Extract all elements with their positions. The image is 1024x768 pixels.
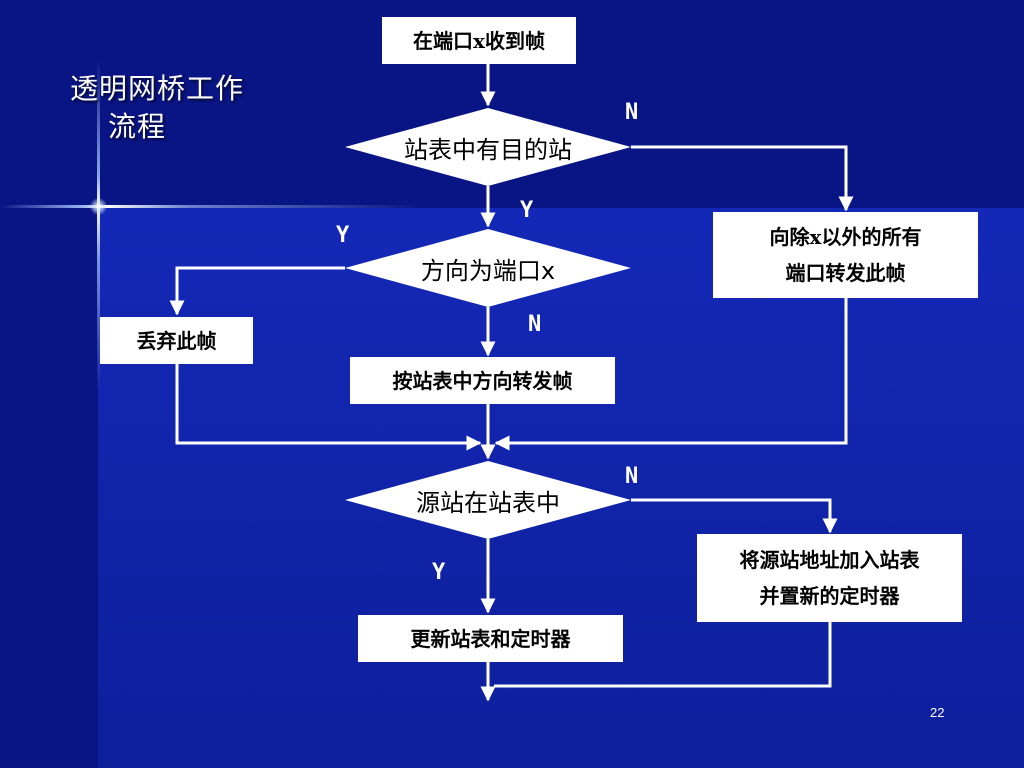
label-d1-yes: Y: [520, 198, 534, 223]
slide-title: 透明网桥工作 流程: [70, 70, 290, 146]
slide-title-line1: 透明网桥工作: [70, 72, 245, 105]
add-entry-line2: 并置新的定时器: [759, 584, 900, 608]
line-flood-merge: [494, 298, 848, 451]
add-entry-box: 将源站地址加入站表 并置新的定时器: [697, 534, 962, 622]
decision-3-text: 源站在站表中: [416, 488, 560, 517]
line-discard-merge: [175, 364, 482, 451]
line-add-merge: [494, 622, 832, 688]
decision-3-label: 源站在站表中: [345, 481, 631, 519]
add-entry-line1: 将源站地址加入站表: [739, 548, 920, 572]
update-box-text: 更新站表和定时器: [410, 626, 571, 651]
decision-1-label: 站表中有目的站: [345, 128, 631, 166]
label-d3-no: N: [625, 464, 639, 489]
decision-2-label: 方向为端口x: [345, 249, 631, 287]
decision-diamond-1: [345, 108, 631, 186]
background-left-strip: [0, 208, 98, 768]
discard-box: 丢弃此帧: [100, 317, 253, 364]
label-d2-yes: Y: [336, 223, 350, 248]
update-box: 更新站表和定时器: [358, 615, 623, 662]
connector-lines: [169, 64, 854, 702]
decision-1-text: 站表中有目的站: [404, 135, 572, 164]
start-box-text: 在端口x收到帧: [413, 28, 545, 53]
label-d3-yes: Y: [432, 560, 446, 585]
decorative-glow-vertical: [97, 60, 100, 390]
forward-box-text: 按站表中方向转发帧: [392, 368, 573, 393]
flood-box-line1: 向除x以外的所有: [769, 225, 922, 249]
arrow-d1-no: [631, 145, 854, 212]
decorative-star-icon: [90, 198, 107, 215]
page-number: 22: [930, 705, 945, 720]
label-d1-no: N: [625, 100, 639, 125]
discard-box-text: 丢弃此帧: [136, 328, 217, 353]
decorative-glow-horizontal: [0, 205, 420, 208]
arrow-d3-no: [631, 498, 838, 534]
label-d2-no: N: [528, 312, 542, 337]
start-box: 在端口x收到帧: [382, 17, 576, 64]
flood-box-line2: 端口转发此帧: [785, 261, 906, 285]
decision-diamond-3: [345, 461, 631, 539]
flood-box: 向除x以外的所有 端口转发此帧: [713, 212, 978, 298]
decision-diamond-2: [345, 229, 631, 307]
arrow-d2-yes: [169, 266, 345, 316]
decision-shapes: [345, 108, 631, 539]
forward-box: 按站表中方向转发帧: [350, 357, 615, 404]
decision-2-text: 方向为端口x: [420, 256, 556, 285]
slide-title-line2: 流程: [108, 110, 167, 143]
